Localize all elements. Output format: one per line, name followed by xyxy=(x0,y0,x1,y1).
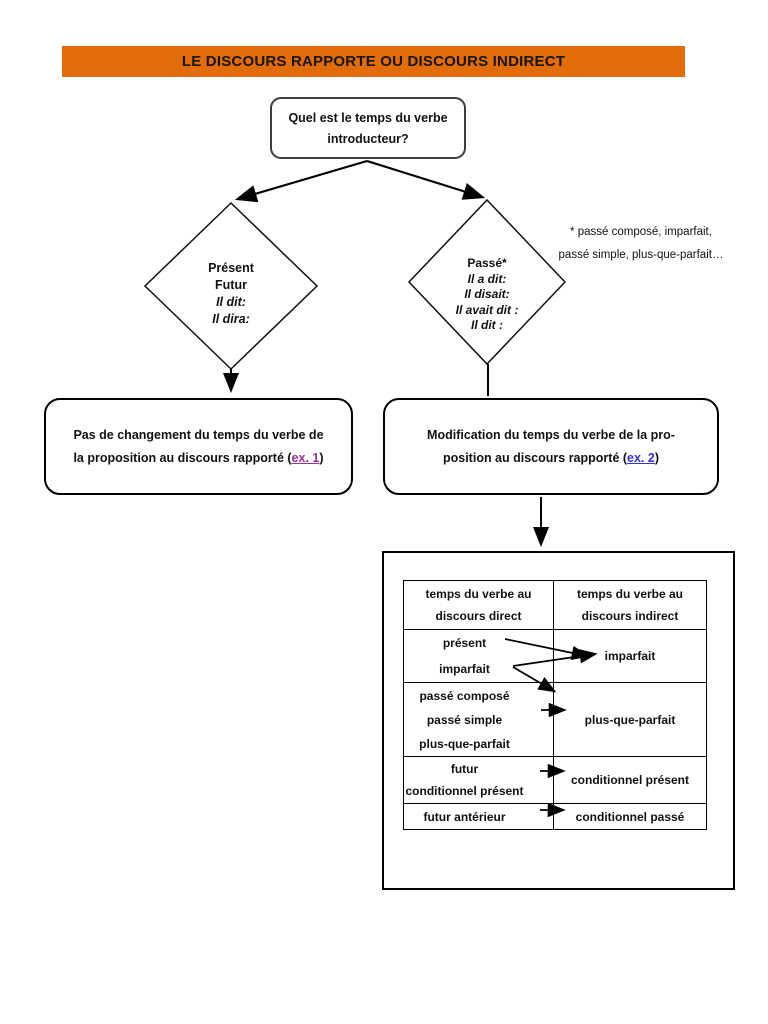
diamond-example: Il disait: xyxy=(464,287,510,301)
diamond-example: Il a dit: xyxy=(467,271,507,286)
cell-line: passé simple xyxy=(426,712,503,727)
cell-direct-present-imparfait: présent imparfait xyxy=(403,629,554,683)
footnote-passe: * passé composé, imparfait, passé simple… xyxy=(543,221,739,267)
diamond-example: Il dit : xyxy=(471,318,503,332)
table-row: présent imparfait imparfait xyxy=(403,629,707,683)
cell-indirect-conditionnel-passe: conditionnel passé xyxy=(553,803,707,830)
diamond-example: Il dit: xyxy=(216,295,246,309)
header-line: temps du verbe au xyxy=(425,587,532,601)
result-line2-text: position au discours rapporté ( xyxy=(442,451,628,465)
result-line2-text: la proposition au discours rapporté ( xyxy=(73,451,292,465)
result-line1: Pas de changement du temps du verbe de xyxy=(73,428,324,442)
diamond-example: Il dira: xyxy=(212,312,250,326)
cell-direct-futur: futur conditionnel présent xyxy=(403,756,554,804)
arrow-start-to-left-diamond xyxy=(234,159,368,203)
cell-line: passé composé xyxy=(419,688,510,703)
tense-conversion-table: temps du verbe au discours direct temps … xyxy=(403,580,707,830)
arrow-start-to-right-diamond xyxy=(366,159,486,200)
result-box-modification: Modification du temps du verbe de la pro… xyxy=(383,398,719,495)
result-line2: position au discours rapporté (ex. 2) xyxy=(443,451,659,465)
result-line1: Modification du temps du verbe de la pro… xyxy=(427,428,675,442)
cell-line: conditionnel présent xyxy=(405,784,524,798)
title-banner: LE DISCOURS RAPPORTE OU DISCOURS INDIREC… xyxy=(62,46,685,77)
cell-line: imparfait xyxy=(439,662,490,676)
table-row: futur conditionnel présent conditionnel … xyxy=(403,756,707,804)
start-node: Quel est le temps du verbe introducteur? xyxy=(270,97,466,159)
cell-direct-passes: passé composé passé simple plus-que-parf… xyxy=(403,682,554,757)
link-ex2[interactable]: ex. 2 xyxy=(627,451,655,465)
cell-direct-futur-anterieur: futur antérieur xyxy=(403,803,554,830)
cell-indirect-imparfait: imparfait xyxy=(553,629,707,683)
page-title: LE DISCOURS RAPPORTE OU DISCOURS INDIREC… xyxy=(181,53,566,70)
cell-indirect-conditionnel-present: conditionnel présent xyxy=(553,756,707,804)
header-discours-direct: temps du verbe au discours direct xyxy=(403,580,554,630)
diamond-label: Présent xyxy=(208,261,254,275)
footnote-line1: * passé composé, imparfait, xyxy=(570,226,712,238)
diamond-present-futur: Présent Futur Il dit: Il dira: xyxy=(151,260,311,328)
result-box-no-change: Pas de changement du temps du verbe de l… xyxy=(44,398,353,495)
footnote-line2: passé simple, plus-que-parfait… xyxy=(558,249,724,261)
start-node-line2: introducteur? xyxy=(327,131,409,146)
table-header-row: temps du verbe au discours direct temps … xyxy=(403,580,707,630)
cell-line: présent xyxy=(442,636,487,650)
header-line: discours indirect xyxy=(581,609,679,623)
cell-indirect-plus-que-parfait: plus-que-parfait xyxy=(553,682,707,757)
table-row: futur antérieur conditionnel passé xyxy=(403,803,707,830)
header-line: temps du verbe au xyxy=(576,587,684,601)
cell-line: futur xyxy=(450,762,479,776)
diamond-passe: Passé* Il a dit: Il disait: Il avait dit… xyxy=(407,256,567,334)
link-ex1[interactable]: ex. 1 xyxy=(291,451,320,465)
result-line2-close: ) xyxy=(319,451,324,465)
diamond-example: Il avait dit : xyxy=(455,302,519,317)
start-node-line1: Quel est le temps du verbe xyxy=(288,110,448,125)
cell-line: plus-que-parfait xyxy=(419,736,510,751)
diamond-label: Futur xyxy=(215,278,247,292)
header-discours-indirect: temps du verbe au discours indirect xyxy=(553,580,707,630)
result-line2-close: ) xyxy=(654,451,660,465)
header-line: discours direct xyxy=(435,609,522,623)
table-row: passé composé passé simple plus-que-parf… xyxy=(403,682,707,757)
result-line2: la proposition au discours rapporté (ex.… xyxy=(73,451,323,465)
